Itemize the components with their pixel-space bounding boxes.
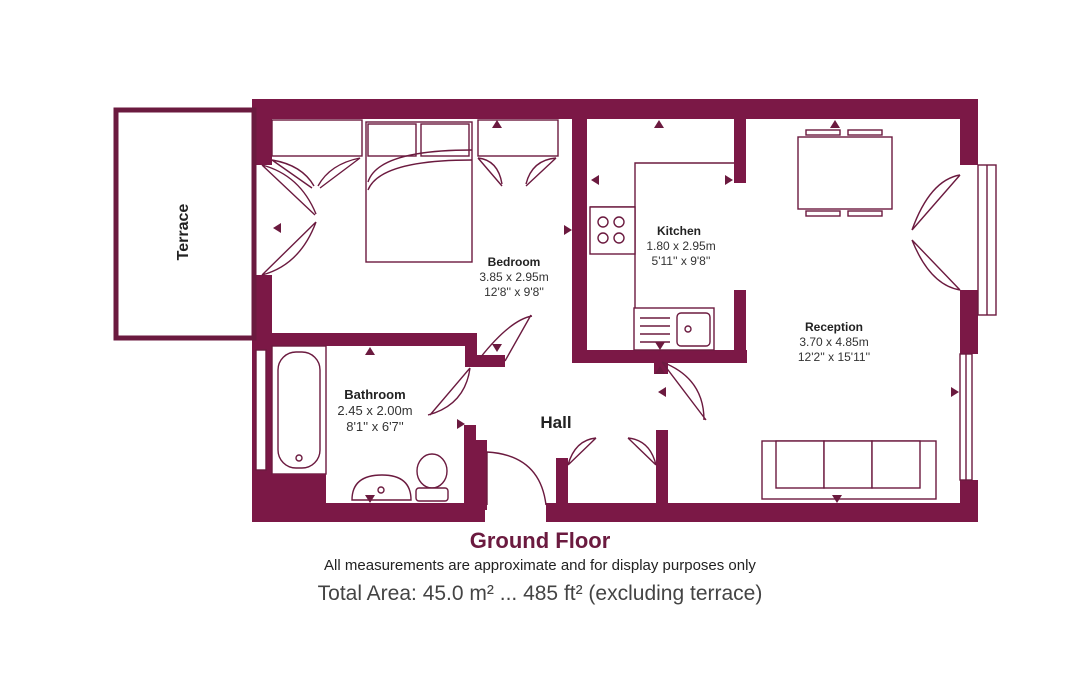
total-area-text: Total Area: 45.0 m² ... 485 ft² (excludi… xyxy=(317,582,763,605)
doors xyxy=(261,157,961,506)
kitchen-label: Kitchen xyxy=(657,224,701,238)
bedroom-imperial: 12'8'' x 9'8'' xyxy=(484,285,544,299)
kitchen-imperial: 5'11'' x 9'8'' xyxy=(652,254,711,268)
reception-imperial: 12'2'' x 15'11'' xyxy=(798,350,870,364)
terrace xyxy=(113,107,257,341)
dining-table xyxy=(797,136,893,210)
floor-title: Ground Floor xyxy=(469,528,611,553)
bathroom-imperial: 8'1'' x 6'7'' xyxy=(346,419,404,434)
disclaimer-text: All measurements are approximate and for… xyxy=(324,557,756,574)
toilet xyxy=(416,453,448,489)
windows xyxy=(255,164,997,481)
terrace-label: Terrace xyxy=(175,204,192,261)
hall-label: Hall xyxy=(540,413,571,432)
bedroom-metric: 3.85 x 2.95m xyxy=(479,270,548,284)
markers xyxy=(273,120,959,503)
bathroom-label: Bathroom xyxy=(344,387,405,402)
bathroom-metric: 2.45 x 2.00m xyxy=(337,403,412,418)
hob xyxy=(589,206,636,255)
furniture xyxy=(271,119,937,504)
kitchen-metric: 1.80 x 2.95m xyxy=(646,239,715,253)
reception-label: Reception xyxy=(805,320,863,334)
bedroom-label: Bedroom xyxy=(488,255,541,269)
reception-metric: 3.70 x 4.85m xyxy=(799,335,868,349)
